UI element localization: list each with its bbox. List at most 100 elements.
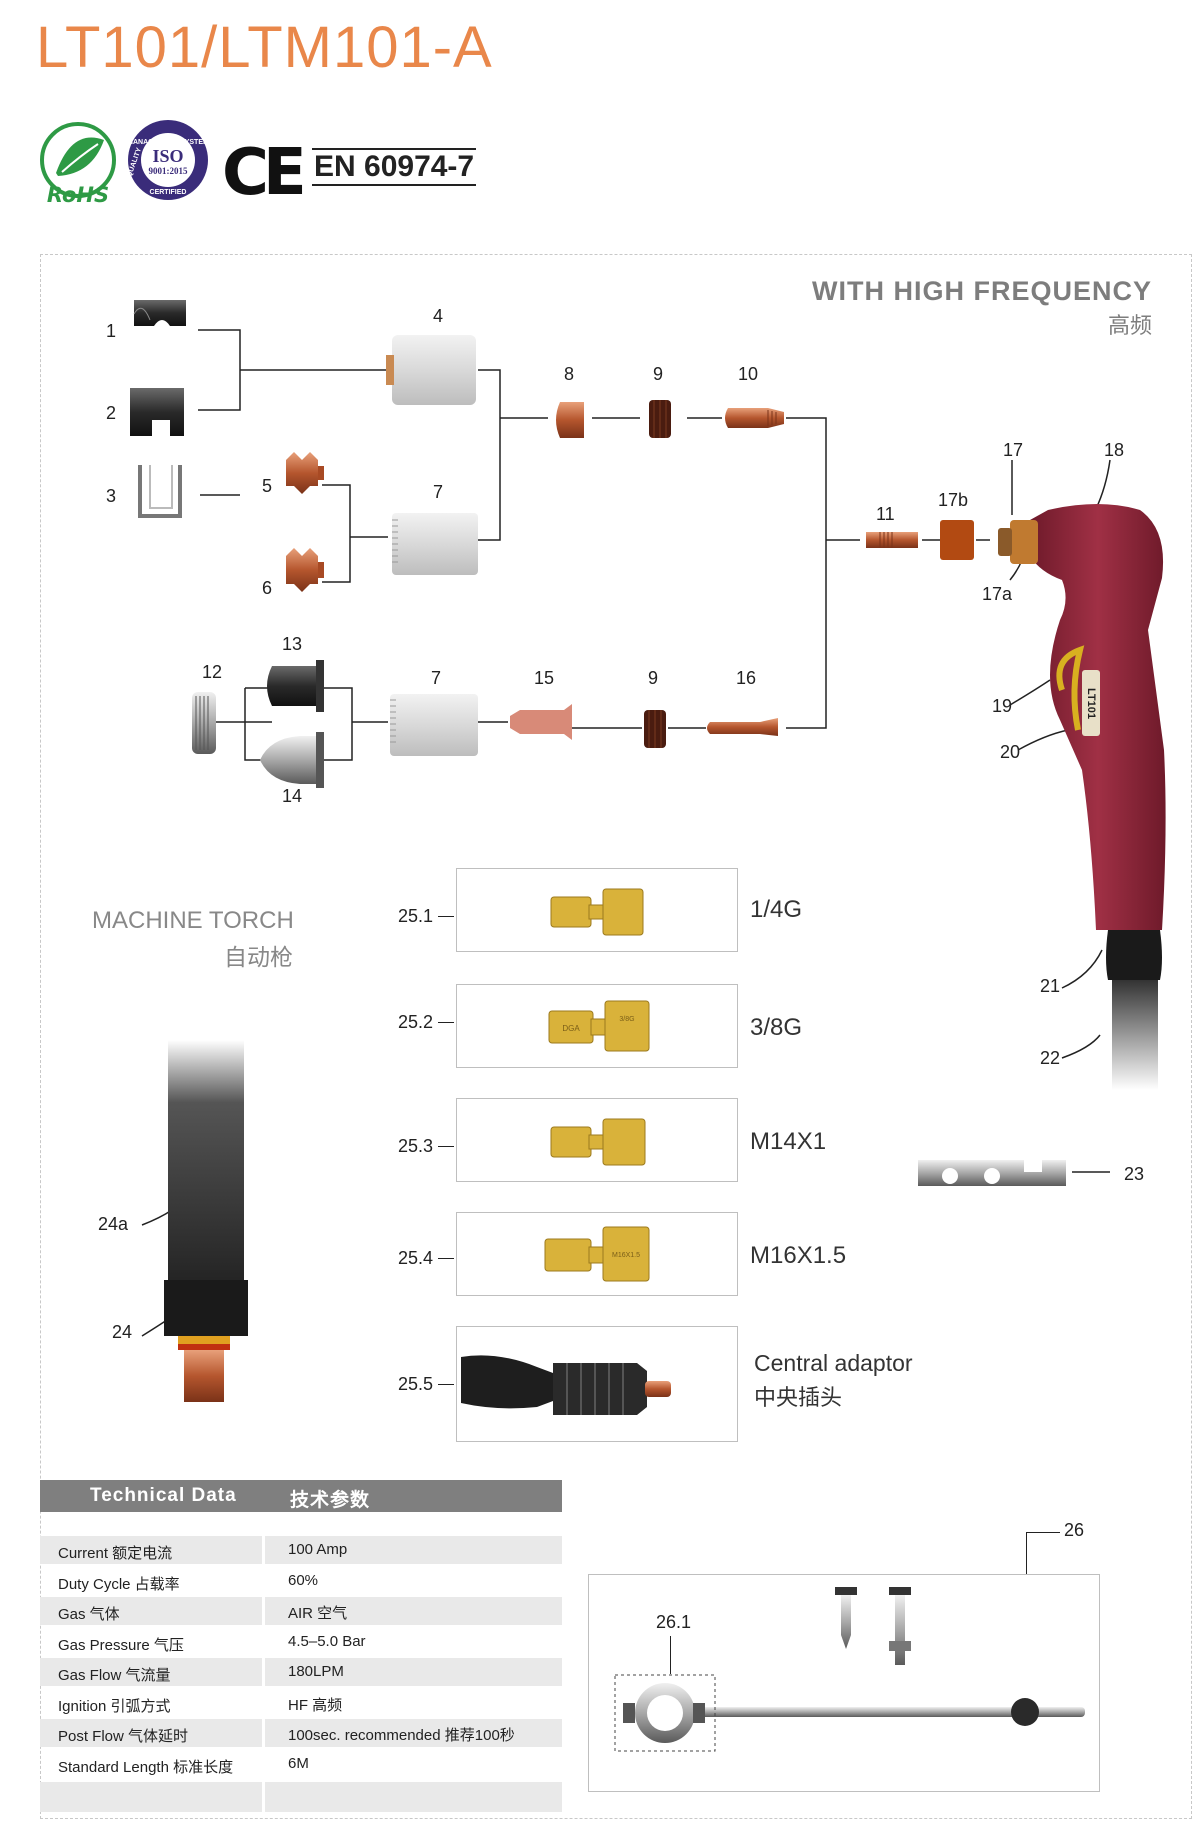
part-2-shield (130, 388, 184, 436)
connector-25-5-image (461, 1355, 671, 1415)
part-10-electrode (725, 408, 784, 428)
part-7-nozzle-bottom (390, 694, 478, 756)
tech-row-separator (262, 1597, 265, 1625)
part-num-7-bottom: 7 (431, 668, 442, 688)
machine-torch-label: MACHINE TORCH (92, 907, 294, 934)
machine-torch (164, 1040, 248, 1402)
tech-value: AIR 空气 (288, 1605, 348, 1622)
connector-box-25-5 (456, 1326, 738, 1442)
leader-25-1 (438, 916, 454, 917)
part-num-23: 23 (1124, 1164, 1145, 1184)
tech-row-gas-flow: Gas Flow 气流量 180LPM (40, 1658, 562, 1686)
guide-kit-image (614, 1587, 1085, 1752)
connector-25-4-mark: M16X1.5 (612, 1252, 640, 1259)
part-num-2: 2 (106, 403, 117, 423)
tech-row-ignition: Ignition 引弧方式 HF 高频 (40, 1689, 562, 1717)
part-num-9-bottom: 9 (648, 668, 659, 688)
part-num-17: 17 (1003, 440, 1024, 460)
tech-row-empty (40, 1782, 562, 1812)
tech-value: 100sec. recommended 推荐100秒 (288, 1727, 515, 1744)
iso-logo: MANAGEMENT SYSTEM QUALITY ISO 9001:2015 … (126, 120, 209, 200)
part-11-fitting (866, 532, 918, 548)
tech-value: HF 高频 (288, 1697, 343, 1714)
leader-26-1 (670, 1636, 671, 1674)
connector-box-25-4: M16X1.5 (456, 1212, 738, 1296)
tech-row-post-flow: Post Flow 气体延时 100sec. recommended 推荐100… (40, 1719, 562, 1747)
connector-25-2-image: DGA 3/8G (548, 1000, 650, 1052)
connector-box-25-1 (456, 868, 738, 952)
rohs-text: RoHS (47, 183, 109, 207)
part-num-19: 19 (992, 696, 1013, 716)
technical-data-header: Technical Data 技术参数 (40, 1480, 562, 1512)
connector-label-25-1: 1/4G (750, 896, 803, 923)
parts-frame (40, 254, 1192, 1819)
connector-25-2-mark-right: 3/8G (619, 1016, 634, 1023)
part-num-7-top: 7 (433, 482, 444, 502)
part-17b-ring (940, 520, 974, 560)
iso-text: ISO (152, 146, 183, 166)
part-num-21: 21 (1040, 976, 1061, 996)
leader-25-2 (438, 1022, 454, 1023)
part-num-13: 13 (282, 634, 303, 654)
part-num-24: 24 (112, 1322, 133, 1342)
part-1-shield (133, 300, 186, 326)
part-num-16: 16 (736, 668, 757, 688)
connector-label-25-2: 3/8G (750, 1014, 803, 1041)
tech-key: Gas 气体 (58, 1606, 120, 1623)
part-14-shield (260, 732, 324, 788)
tech-row-separator (262, 1536, 265, 1564)
leader-25-5 (438, 1384, 454, 1385)
parts-diagram: LT101 (130, 300, 1166, 1402)
part-4-nozzle (386, 335, 476, 405)
part-num-3: 3 (106, 486, 117, 506)
hand-torch: LT101 (998, 504, 1166, 1090)
part-8-electrode-tip (556, 402, 584, 438)
part-num-25-2: 25.2 (398, 1012, 434, 1032)
connector-label-25-3: M14X1 (750, 1128, 827, 1155)
tech-key: Post Flow 气体延时 (58, 1728, 189, 1745)
tech-row-gas: Gas 气体 AIR 空气 (40, 1597, 562, 1625)
connector-25-4-image: M16X1.5 (544, 1226, 650, 1282)
part-num-25-4: 25.4 (398, 1248, 434, 1268)
tech-key: Gas Pressure 气压 (58, 1637, 184, 1654)
tech-row-separator (262, 1719, 265, 1747)
part-num-17a: 17a (982, 584, 1013, 604)
part-num-22: 22 (1040, 1048, 1061, 1068)
part-16-electrode (707, 718, 778, 736)
part-num-5: 5 (262, 476, 273, 496)
connector-25-3-image (550, 1118, 646, 1166)
part-num-12: 12 (202, 662, 223, 682)
tech-key: Current 额定电流 (58, 1545, 173, 1562)
part-num-15: 15 (534, 668, 555, 688)
tech-value: 6M (288, 1755, 309, 1772)
part-15-tip (510, 704, 572, 740)
part-num-25-3: 25.3 (398, 1136, 434, 1156)
tech-row-current: Current 额定电流 100 Amp (40, 1536, 562, 1564)
technical-data-title: Technical Data (90, 1485, 237, 1506)
torch-brand-label: LT101 (1085, 688, 1097, 719)
tech-key: Gas Flow 气流量 (58, 1667, 171, 1684)
part-num-24a: 24a (98, 1214, 129, 1234)
en-standard: EN 60974-7 (312, 148, 477, 186)
part-num-17b: 17b (938, 490, 969, 510)
rohs-logo: RoHS (40, 122, 116, 207)
part-9-swirl-ring-bottom (644, 710, 666, 748)
part-12-cap (192, 692, 216, 754)
tech-row-separator (262, 1782, 265, 1812)
technical-data-title-cn: 技术参数 (290, 1490, 371, 1511)
connector-label-25-4: M16X1.5 (750, 1242, 847, 1269)
tech-value: 100 Amp (288, 1541, 348, 1558)
guide-kit-box (588, 1574, 1100, 1792)
tech-row-gas-pressure: Gas Pressure 气压 4.5–5.0 Bar (40, 1628, 562, 1656)
high-frequency-title-cn: 高频 (1108, 313, 1153, 338)
part-num-25-1: 25.1 (398, 906, 434, 926)
tech-value: 4.5–5.0 Bar (288, 1633, 366, 1650)
tech-key: Ignition 引弧方式 (58, 1698, 171, 1715)
tech-row-duty-cycle: Duty Cycle 占载率 60% (40, 1567, 562, 1595)
machine-torch-label-cn: 自动枪 (224, 944, 293, 970)
iso-top-text: MANAGEMENT SYSTEM (127, 139, 209, 146)
part-5-tip (286, 452, 324, 494)
ce-mark: CE (222, 136, 303, 210)
leader-25-3 (438, 1146, 454, 1147)
tech-key: Duty Cycle 占载率 (58, 1576, 180, 1593)
